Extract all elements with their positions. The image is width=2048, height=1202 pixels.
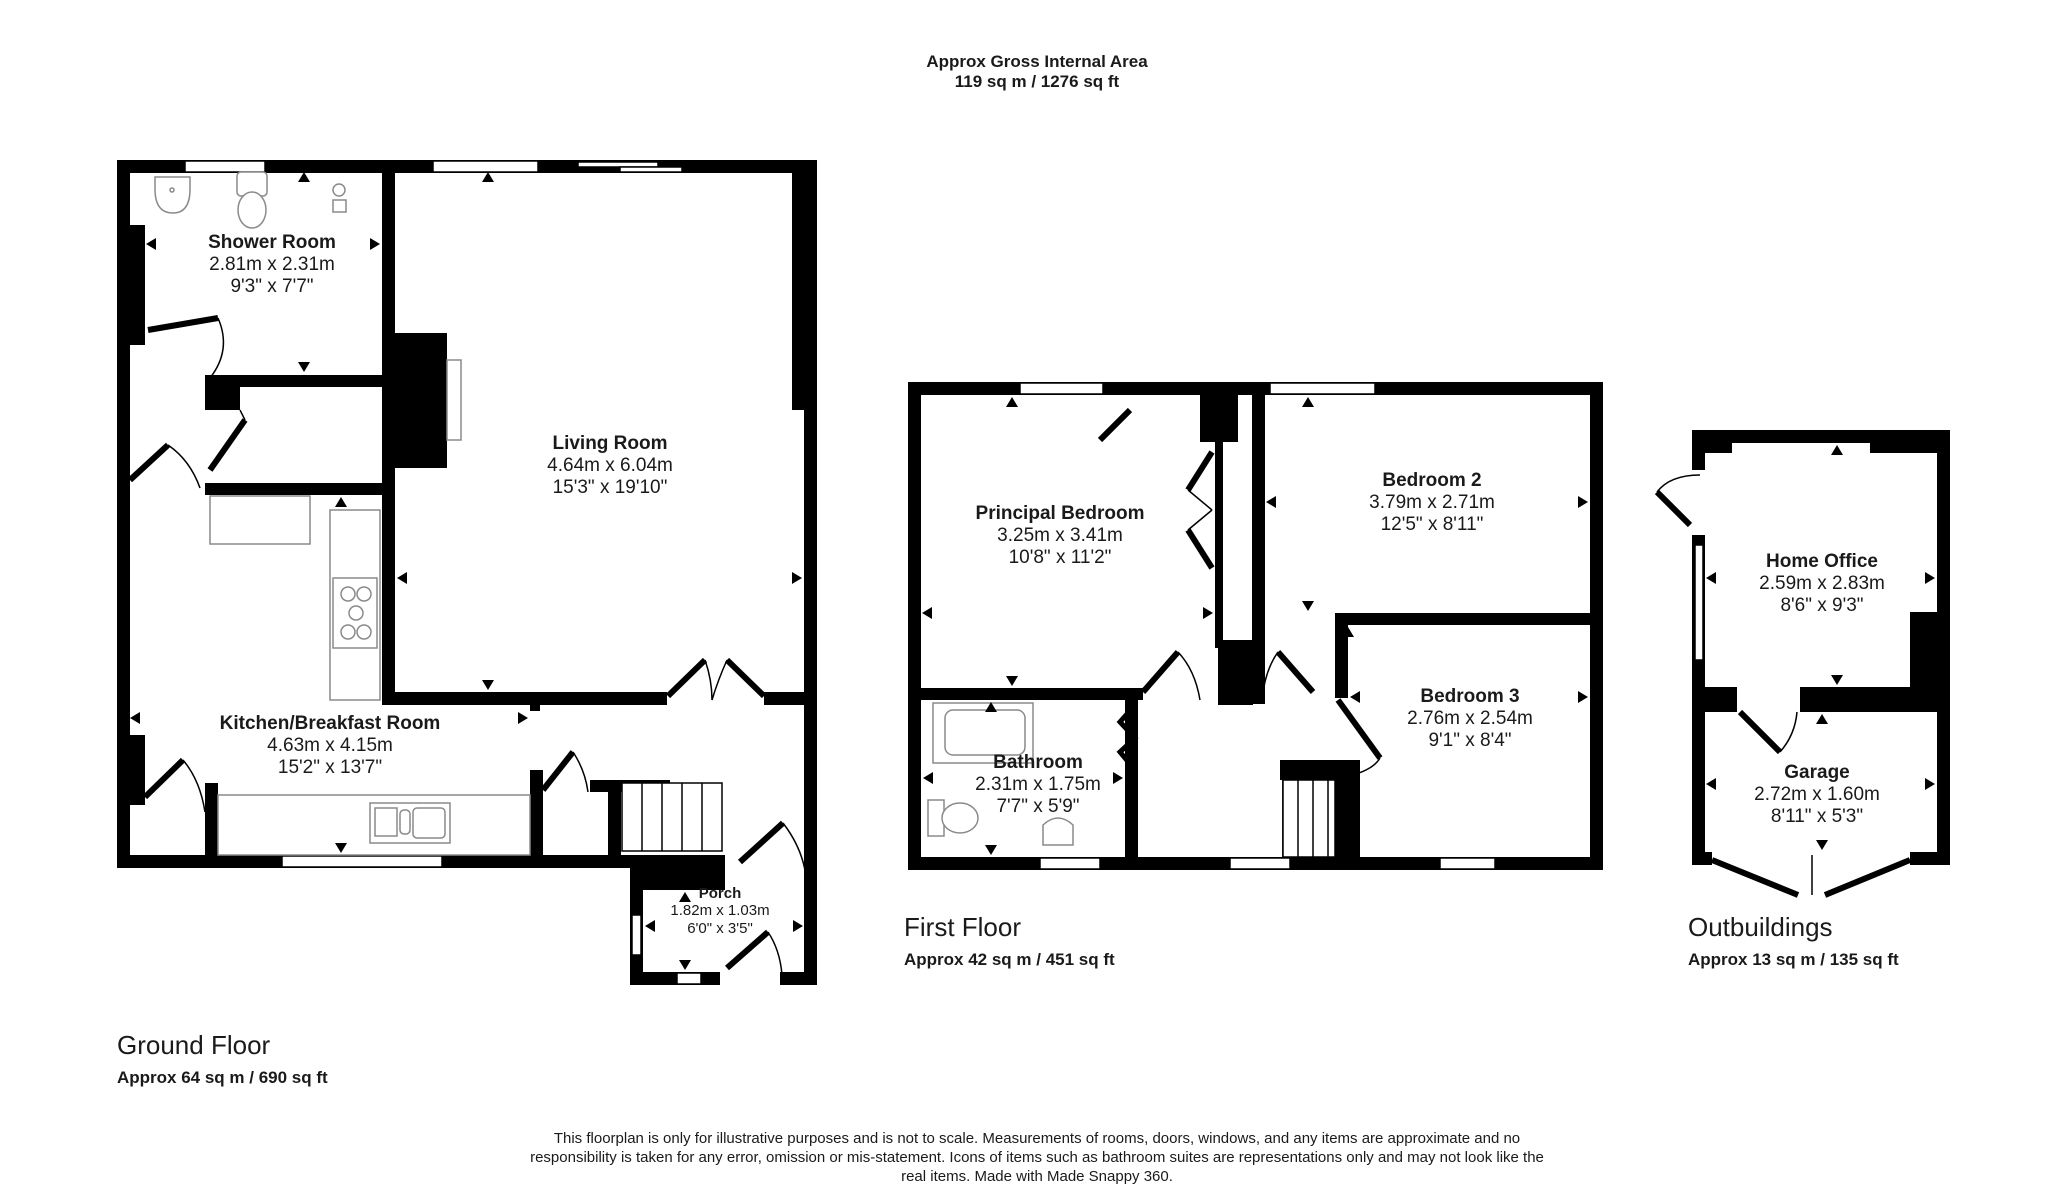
room-label-bedroom-3: Bedroom 3 2.76m x 2.54m 9'1" x 8'4" bbox=[1407, 686, 1533, 752]
room-name: Garage bbox=[1784, 762, 1850, 783]
floor-area-first: Approx 42 sq m / 451 sq ft bbox=[904, 950, 1115, 969]
room-label-principal-bedroom: Principal Bedroom 3.25m x 3.41m 10'8" x … bbox=[976, 503, 1145, 569]
outbuildings-plan bbox=[1654, 430, 1950, 898]
room-name: Porch bbox=[698, 885, 742, 902]
room-dimensions-imperial: 15'3" x 19'10" bbox=[552, 476, 668, 498]
shower-icon bbox=[332, 183, 347, 213]
room-dimensions-imperial: 8'6" x 9'3" bbox=[1780, 594, 1864, 616]
gross-area-value: 119 sq m / 1276 sq ft bbox=[954, 72, 1120, 92]
room-dimensions-metric: 2.59m x 2.83m bbox=[1759, 572, 1885, 594]
staircase bbox=[621, 782, 723, 852]
room-dimensions-metric: 1.82m x 1.03m bbox=[670, 902, 770, 920]
floor-area-outbuildings: Approx 13 sq m / 135 sq ft bbox=[1688, 950, 1899, 969]
room-label-kitchen-breakfast-room: Kitchen/Breakfast Room 4.63m x 4.15m 15'… bbox=[220, 713, 441, 779]
room-name: Bathroom bbox=[993, 752, 1083, 773]
room-name: Living Room bbox=[552, 433, 668, 454]
room-dimensions-imperial: 12'5" x 8'11" bbox=[1380, 513, 1484, 535]
room-dimensions-imperial: 8'11" x 5'3" bbox=[1770, 805, 1864, 827]
room-dimensions-metric: 2.81m x 2.31m bbox=[209, 253, 335, 275]
room-name: Principal Bedroom bbox=[975, 503, 1145, 524]
staircase bbox=[1282, 779, 1336, 858]
floor-area-ground: Approx 64 sq m / 690 sq ft bbox=[117, 1068, 328, 1087]
ground-floor-plan bbox=[117, 160, 817, 985]
room-dimensions-imperial: 9'3" x 7'7" bbox=[230, 275, 314, 297]
room-label-home-office: Home Office 2.59m x 2.83m 8'6" x 9'3" bbox=[1759, 551, 1885, 617]
room-name: Shower Room bbox=[208, 232, 336, 253]
room-dimensions-metric: 2.72m x 1.60m bbox=[1754, 783, 1880, 805]
room-label-shower-room: Shower Room 2.81m x 2.31m 9'3" x 7'7" bbox=[208, 232, 336, 298]
room-dimensions-metric: 4.64m x 6.04m bbox=[547, 454, 673, 476]
room-dimensions-metric: 2.31m x 1.75m bbox=[975, 773, 1101, 795]
room-dimensions-imperial: 6'0" x 3'5" bbox=[687, 919, 753, 937]
gross-area-title: Approx Gross Internal Area bbox=[926, 52, 1148, 71]
sink-icon bbox=[369, 802, 451, 844]
room-label-bathroom: Bathroom 2.31m x 1.75m 7'7" x 5'9" bbox=[975, 752, 1101, 818]
room-dimensions-imperial: 7'7" x 5'9" bbox=[996, 795, 1080, 817]
room-dimensions-imperial: 15'2" x 13'7" bbox=[277, 756, 383, 778]
room-name: Kitchen/Breakfast Room bbox=[219, 713, 441, 734]
room-label-bedroom-2: Bedroom 2 3.79m x 2.71m 12'5" x 8'11" bbox=[1369, 470, 1495, 536]
floor-title-ground: Ground Floor bbox=[117, 1030, 271, 1060]
bath-icon bbox=[932, 702, 1034, 764]
basin-icon bbox=[154, 176, 191, 214]
kitchen-worktop bbox=[209, 495, 531, 856]
room-label-living-room: Living Room 4.64m x 6.04m 15'3" x 19'10" bbox=[547, 433, 673, 499]
floor-title-first: First Floor bbox=[904, 912, 1021, 942]
gross-area-header: Approx Gross Internal Area 119 sq m / 12… bbox=[926, 52, 1147, 93]
room-dimensions-imperial: 10'8" x 11'2" bbox=[1008, 546, 1112, 568]
first-floor-plan bbox=[908, 382, 1603, 870]
basin-icon bbox=[1042, 817, 1074, 846]
disclaimer-text: This floorplan is only for illustrative … bbox=[530, 1130, 1544, 1185]
hob-icon bbox=[332, 577, 378, 649]
room-label-garage: Garage 2.72m x 1.60m 8'11" x 5'3" bbox=[1754, 762, 1880, 828]
toilet-icon bbox=[927, 799, 979, 837]
room-dimensions-metric: 2.76m x 2.54m bbox=[1407, 707, 1533, 729]
room-dimensions-metric: 3.25m x 3.41m bbox=[997, 524, 1123, 546]
room-name: Bedroom 2 bbox=[1382, 470, 1482, 491]
room-name: Home Office bbox=[1766, 551, 1878, 572]
room-name: Bedroom 3 bbox=[1420, 686, 1520, 707]
room-dimensions-imperial: 9'1" x 8'4" bbox=[1428, 729, 1512, 751]
floor-title-outbuildings: Outbuildings bbox=[1688, 912, 1833, 942]
room-label-porch: Porch 1.82m x 1.03m 6'0" x 3'5" bbox=[670, 885, 769, 937]
room-dimensions-metric: 4.63m x 4.15m bbox=[267, 734, 393, 756]
room-dimensions-metric: 3.79m x 2.71m bbox=[1369, 491, 1495, 513]
toilet-icon bbox=[236, 171, 268, 229]
